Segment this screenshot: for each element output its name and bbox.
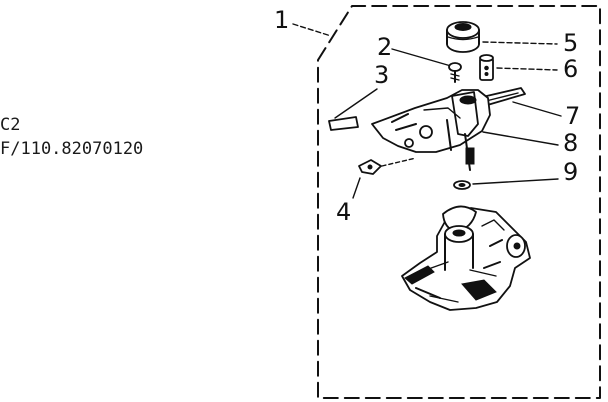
part-screw (448, 62, 462, 83)
callout-9: 9 (563, 158, 578, 186)
part-clip (328, 116, 359, 131)
assembly-boundary (317, 5, 601, 399)
part-housing (401, 205, 531, 311)
leader-lines (292, 23, 562, 199)
callout-3: 3 (374, 61, 389, 89)
part-mount-plate (371, 89, 491, 171)
callout-2: 2 (377, 33, 392, 61)
callout-7: 7 (565, 102, 580, 130)
part-small-clip (358, 157, 417, 175)
callout-1: 1 (274, 6, 289, 34)
part-washer (453, 180, 471, 190)
part-number: F/110.82070120 (0, 139, 144, 159)
model-code: C2 (0, 115, 21, 135)
callout-5: 5 (563, 29, 578, 57)
callouts: 1 2 3 4 5 6 7 8 9 (274, 6, 580, 226)
callout-8: 8 (563, 129, 578, 157)
callout-4: 4 (336, 198, 351, 226)
part-coupler (479, 54, 494, 81)
callout-6: 6 (563, 55, 578, 83)
part-pulley (446, 21, 480, 53)
